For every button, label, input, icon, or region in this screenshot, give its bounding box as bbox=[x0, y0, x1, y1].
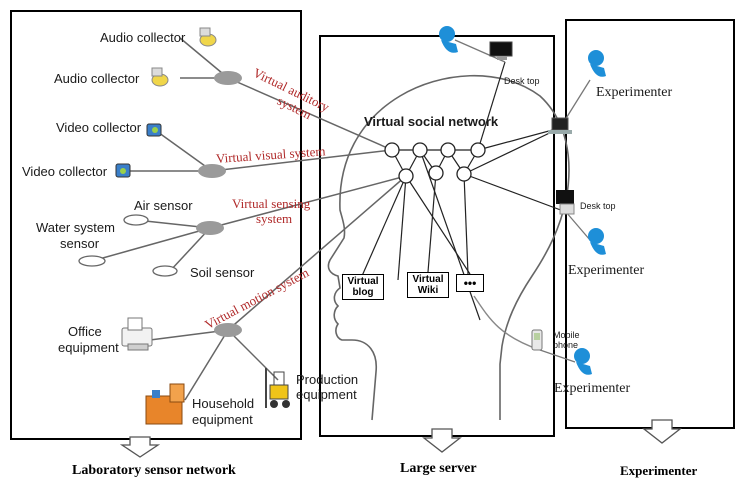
motion-hub bbox=[214, 323, 242, 337]
virtual-blog-box: Virtual blog bbox=[342, 274, 384, 300]
person-icon bbox=[588, 228, 606, 255]
experimenter-label: Experimenter bbox=[554, 381, 631, 396]
sensing-system-label: Virtual sensing bbox=[232, 196, 311, 211]
audio-collector-label: Audio collector bbox=[100, 30, 186, 45]
water-sensor-label: Water system bbox=[36, 220, 115, 235]
air-sensor-node bbox=[123, 214, 149, 226]
laboratory-panel bbox=[10, 10, 302, 440]
down-arrow-icon bbox=[642, 419, 682, 444]
network-title: Virtual social network bbox=[364, 114, 499, 129]
virtual-wiki-box: Virtual Wiki bbox=[407, 272, 449, 298]
more-services-box: ••• bbox=[456, 274, 484, 292]
household-equipment-label-2: equipment bbox=[192, 412, 253, 427]
network-node bbox=[398, 168, 414, 184]
water-sensor-node bbox=[78, 255, 106, 267]
mobile-phone-label: Mobile bbox=[553, 330, 580, 340]
office-equipment-label: Office bbox=[68, 324, 102, 339]
laptop-icon bbox=[548, 117, 572, 134]
mobile-phone-icon bbox=[531, 329, 543, 351]
desktop-icon bbox=[489, 41, 513, 60]
person-icon bbox=[439, 26, 458, 53]
experimenter-caption: Experimenter bbox=[620, 463, 698, 478]
person-icon bbox=[588, 50, 606, 77]
soil-sensor-label: Soil sensor bbox=[190, 265, 255, 280]
desktop-icon bbox=[556, 190, 575, 215]
sensor-hub bbox=[196, 221, 224, 235]
down-arrow-icon bbox=[422, 428, 462, 453]
network-node bbox=[470, 142, 486, 158]
water-sensor-label-2: sensor bbox=[60, 236, 100, 251]
head-outline bbox=[327, 74, 570, 421]
video-collector-icon bbox=[146, 123, 162, 137]
video-collector-icon bbox=[115, 163, 131, 178]
audio-collector-icon bbox=[151, 67, 169, 87]
virtual-blog-label-2: blog bbox=[352, 287, 374, 298]
network-node bbox=[384, 142, 400, 158]
network-node bbox=[440, 142, 456, 158]
air-sensor-label: Air sensor bbox=[134, 198, 193, 213]
down-arrow-icon bbox=[119, 436, 161, 458]
forklift-icon bbox=[265, 368, 290, 408]
household-equipment-label: Household bbox=[192, 396, 255, 411]
sensing-system-label-2: system bbox=[256, 211, 293, 226]
network-node bbox=[456, 166, 472, 182]
office-equipment-label-2: equipment bbox=[58, 340, 119, 355]
soil-sensor-node bbox=[152, 265, 178, 277]
experimenter-label: Experimenter bbox=[596, 85, 673, 100]
household-icon bbox=[145, 383, 185, 425]
person-icon bbox=[574, 348, 592, 375]
network-node bbox=[428, 165, 444, 181]
laboratory-caption: Laboratory sensor network bbox=[72, 463, 236, 478]
audio-collector-icon bbox=[199, 27, 217, 47]
server-caption: Large server bbox=[400, 461, 477, 476]
virtual-blog-label: Virtual bbox=[347, 276, 379, 287]
virtual-wiki-label: Virtual bbox=[412, 274, 444, 285]
video-hub bbox=[198, 164, 226, 178]
desktop-label: Desk top bbox=[580, 201, 616, 211]
production-equipment-label: Production bbox=[296, 372, 359, 387]
network-node bbox=[412, 142, 428, 158]
desktop-label: Desk top bbox=[504, 76, 540, 86]
audio-hub bbox=[214, 71, 242, 85]
video-collector-label: Video collector bbox=[22, 164, 108, 179]
production-equipment-label-2: equipment bbox=[296, 387, 357, 402]
experimenter-label: Experimenter bbox=[568, 263, 645, 278]
audio-collector-label: Audio collector bbox=[54, 71, 140, 86]
video-collector-label: Video collector bbox=[56, 120, 142, 135]
virtual-wiki-label-2: Wiki bbox=[417, 285, 439, 296]
experimenter-panel bbox=[565, 19, 735, 429]
mobile-phone-label-2: phone bbox=[553, 340, 579, 350]
printer-icon bbox=[121, 317, 153, 351]
